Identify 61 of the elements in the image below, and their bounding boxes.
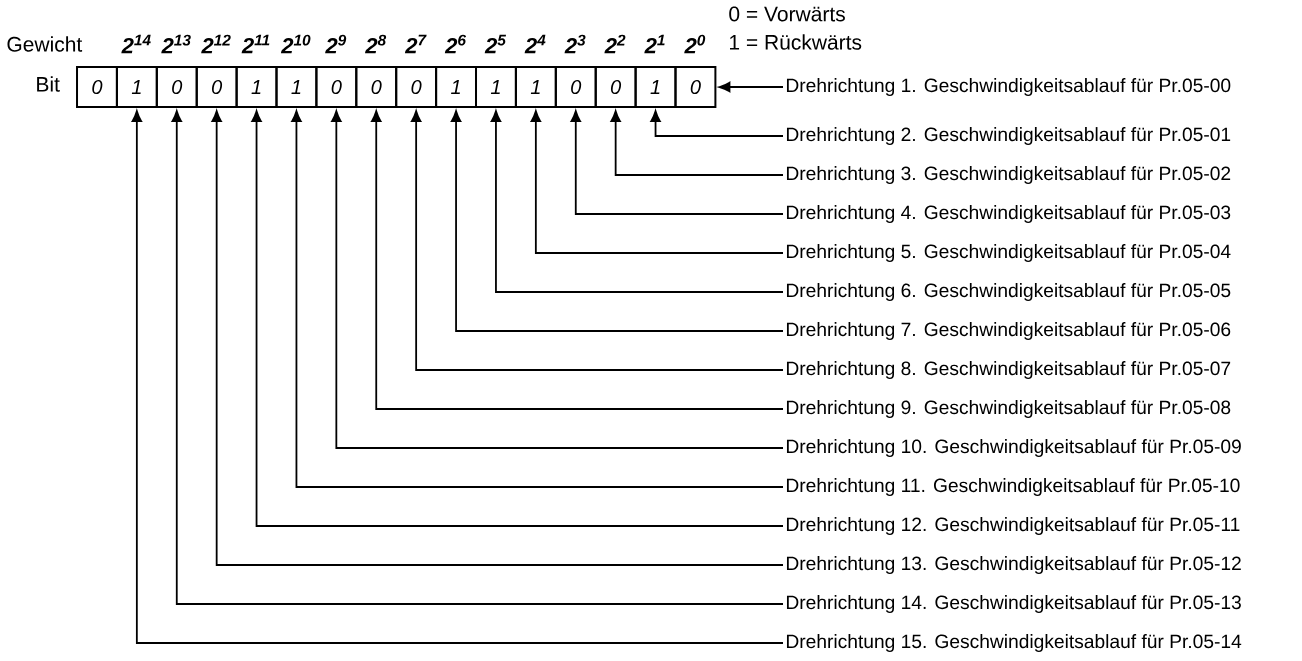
weight-label: 2$^{9}$: [325, 34, 347, 54]
arrow: [410, 110, 784, 371]
bit-cell: 1: [514, 66, 557, 108]
arrow: [610, 110, 784, 176]
weight-label: 2$^{13}$: [161, 34, 191, 54]
weight-label: 2$^{1}$: [644, 34, 665, 54]
arrow: [650, 110, 784, 137]
bit-cell: 1: [475, 66, 517, 108]
bit-cell: 0: [76, 66, 118, 108]
description-text: Drehrichtung 5. Geschwindigkeitsablauf für Pr.05-04: [786, 244, 1231, 262]
row-label: Bit: [37, 76, 60, 92]
weight-label: 2$^{6}$: [444, 34, 467, 54]
weight-label: 2$^{3}$: [564, 34, 586, 54]
weight-label: 2$^{7}$: [404, 34, 427, 54]
weight-label: 2$^{14}$: [121, 34, 151, 54]
description-text: Drehrichtung 9. Geschwindigkeitsablauf für Pr.05-08: [786, 400, 1231, 418]
bit-cell: 0: [195, 66, 238, 108]
arrow: [490, 110, 784, 293]
weight-label: 2$^{0}$: [684, 34, 706, 54]
row-label: Gewicht: [7, 36, 83, 52]
bit-cell: 1: [634, 66, 677, 108]
weight-label: 2$^{4}$: [524, 34, 546, 54]
bit-cell: 1: [275, 66, 318, 108]
description-text: Drehrichtung 6. Geschwindigkeitsablauf für Pr.05-05: [786, 283, 1231, 301]
description-text: Drehrichtung 14. Geschwindigkeitsablauf für Pr.05-13: [786, 595, 1241, 613]
description-text: Drehrichtung 4. Geschwindigkeitsablauf für Pr.05-03: [786, 205, 1231, 223]
description-text: Drehrichtung 2. Geschwindigkeitsablauf für Pr.05-01: [786, 127, 1231, 145]
arrow: [450, 110, 784, 332]
description-text: Drehrichtung 13. Geschwindigkeitsablauf für Pr.05-12: [786, 556, 1241, 574]
arrow: [570, 110, 784, 215]
weight-label: 2$^{12}$: [201, 34, 231, 54]
weight-label: 2$^{11}$: [241, 34, 270, 54]
arrow: [371, 110, 784, 410]
bit-cell: 0: [395, 66, 438, 108]
arrow: [331, 110, 784, 449]
description-text: Drehrichtung 11. Geschwindigkeitsablauf für Pr.05-10: [786, 478, 1240, 496]
weight-label: 2$^{8}$: [365, 34, 387, 54]
bit-cell: 1: [115, 66, 158, 108]
bit-cell: 0: [594, 66, 637, 108]
description-text: Drehrichtung 7. Geschwindigkeitsablauf für Pr.05-06: [786, 322, 1231, 340]
bit-cell: 0: [674, 66, 717, 108]
arrow: [718, 81, 784, 93]
weight-label: 2$^{2}$: [604, 34, 626, 54]
description-text: Drehrichtung 10. Geschwindigkeitsablauf für Pr.05-09: [786, 439, 1241, 457]
weight-label: 2$^{10}$: [280, 34, 311, 54]
description-text: Drehrichtung 1. Geschwindigkeitsablauf für Pr.05-00: [786, 78, 1231, 96]
weight-label: 2$^{5}$: [484, 34, 507, 54]
bit-cell: 0: [155, 66, 198, 108]
bit-cell: 0: [355, 66, 398, 108]
arrow: [530, 110, 784, 254]
legend-text: 1 = Rückwärts: [730, 34, 862, 50]
bit-cell: 1: [435, 66, 477, 108]
bit-cell: 1: [235, 66, 278, 108]
description-text: Drehrichtung 8. Geschwindigkeitsablauf für Pr.05-07: [786, 361, 1231, 379]
bit-cell: 0: [315, 66, 358, 108]
arrow: [291, 110, 784, 488]
description-text: Drehrichtung 15. Geschwindigkeitsablauf für Pr.05-14: [786, 634, 1242, 652]
legend-text: 0 = Vorwärts: [729, 6, 845, 22]
description-text: Drehrichtung 12. Geschwindigkeitsablauf für Pr.05-11: [786, 517, 1240, 535]
description-text: Drehrichtung 3. Geschwindigkeitsablauf für Pr.05-02: [786, 166, 1231, 184]
bit-cell: 0: [554, 66, 597, 108]
